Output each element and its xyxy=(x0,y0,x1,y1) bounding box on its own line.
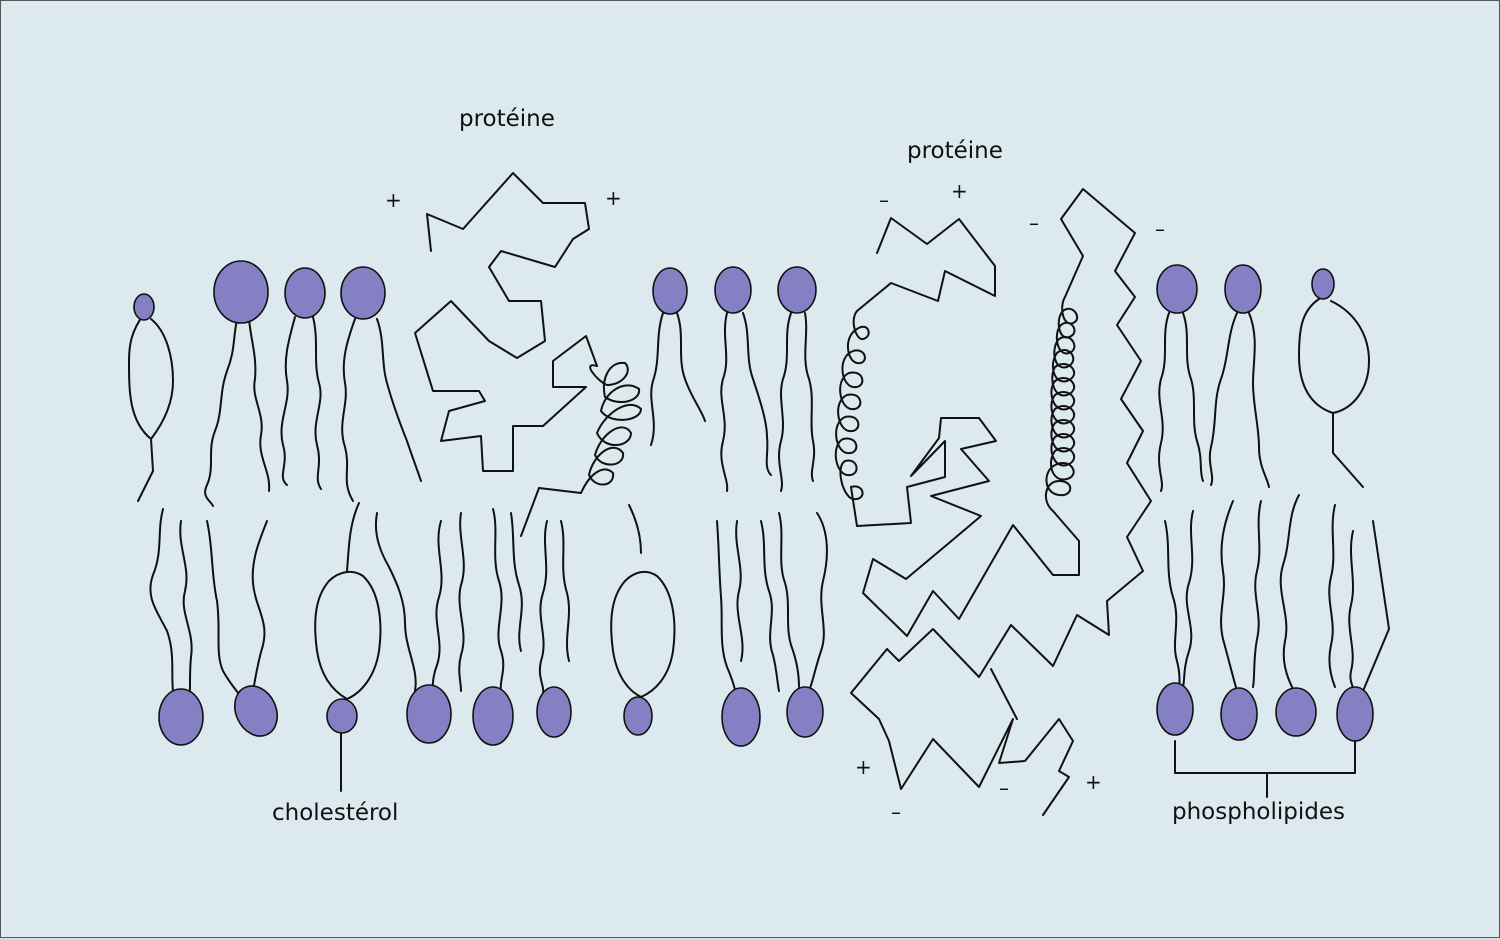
lower-head xyxy=(472,686,514,746)
lower-head xyxy=(623,696,653,736)
lower-head xyxy=(1275,687,1317,737)
minus-sign: – xyxy=(1029,211,1039,235)
upper-head xyxy=(1224,264,1262,314)
upper-head xyxy=(1156,264,1198,314)
upper-head xyxy=(133,293,155,321)
plus-sign: + xyxy=(951,179,968,203)
upper-tails xyxy=(128,298,1370,507)
protein-left xyxy=(414,172,642,537)
plus-sign: + xyxy=(855,755,872,779)
lower-head xyxy=(1156,682,1194,736)
lower-tails xyxy=(149,494,1390,798)
minus-sign: – xyxy=(1155,217,1165,241)
lower-head xyxy=(234,685,278,737)
lower-head xyxy=(1220,687,1258,741)
minus-sign: – xyxy=(999,776,1009,800)
protein-label-left: protéine xyxy=(459,106,555,132)
charge-signs: + + – + – – + – – + xyxy=(385,179,1165,824)
upper-head xyxy=(340,266,386,320)
lower-head xyxy=(536,686,572,738)
cholesterol-label: cholestérol xyxy=(272,800,398,826)
lower-head xyxy=(721,687,761,747)
upper-head xyxy=(714,266,752,314)
lower-head xyxy=(406,684,452,744)
phospholipids-label: phospholipides xyxy=(1172,799,1345,825)
minus-sign: – xyxy=(891,800,901,824)
lipid-heads xyxy=(133,260,1374,747)
protein-label-right: protéine xyxy=(907,138,1003,164)
upper-head xyxy=(652,267,688,315)
upper-head xyxy=(284,267,326,319)
protein-right xyxy=(834,188,1152,816)
plus-sign: + xyxy=(385,188,402,212)
minus-sign: – xyxy=(879,188,889,212)
plus-sign: + xyxy=(605,186,622,210)
upper-head xyxy=(213,260,269,324)
lower-head xyxy=(158,688,204,746)
upper-head xyxy=(1311,268,1335,300)
lower-head xyxy=(326,698,358,734)
upper-head xyxy=(777,266,817,314)
plus-sign: + xyxy=(1085,770,1102,794)
lower-head xyxy=(1336,686,1374,742)
lower-head xyxy=(786,686,824,738)
